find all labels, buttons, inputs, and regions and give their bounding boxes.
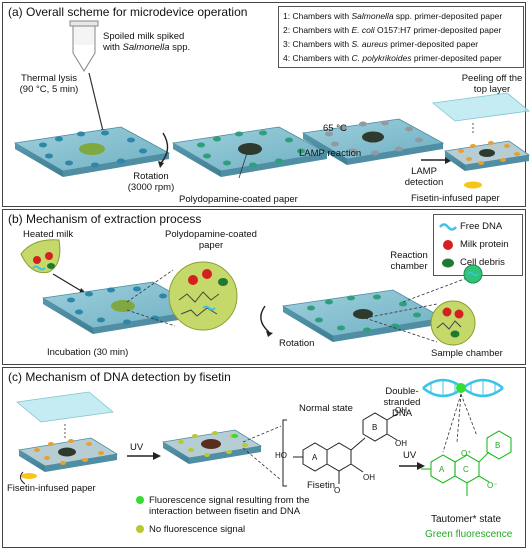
legend-milk-protein: Milk protein [460,239,509,250]
temp-label: 65 °C [323,123,347,134]
free-dna-icon [439,223,457,231]
green-fluorescence-label: Green fluorescence [425,529,513,540]
o-label: O [334,486,341,495]
o-plus-label: O⁺ [461,449,472,458]
panel-b-legend: Free DNA Milk protein Cell debris [433,214,523,276]
milk-tube-icon [69,20,99,72]
fisetin-paper-label-a: Fisetin-infused paper [411,193,500,204]
polydopamine-label: Polydopamine-coated paper [179,194,298,205]
chip-b-right-icon [281,289,445,342]
legend-row-1: 1: Chambers with Salmonella spp. primer-… [283,11,503,21]
fisetin-paper-c-icon [21,473,37,479]
legend-row-4: 4: Chambers with C. polykrikoides primer… [283,53,502,63]
panel-c-title: (c) Mechanism of DNA detection by fiseti… [8,370,231,384]
sample-chamber-label: Sample chamber [431,348,503,359]
no-signal-dot-icon [136,525,144,533]
panel-c-graphics [16,378,512,533]
fisetin-paper-c-label: Fisetin-infused paper [7,483,96,494]
chip-4-icon [432,92,530,189]
chip-c-mid-icon [161,429,263,464]
fisetin-structure-icon [293,412,398,484]
rotation-arrow [160,132,169,164]
o-minus-label: O⁻ [487,481,498,490]
peeling-label: Peeling off the top layer [461,73,523,95]
legend-row-3: 3: Chambers with S. aureus primer-deposi… [283,39,479,49]
pipette-arrow [88,72,104,132]
fluor-signal-label: Fluorescence signal resulting from the i… [149,495,310,517]
no-signal-label: No fluorescence signal [149,524,246,535]
panel-a-title: (a) Overall scheme for microdevice opera… [8,5,248,19]
uv-right-label: UV [403,450,417,461]
thermal-lysis-label: Thermal lysis (90 °C, 5 min) [19,73,79,95]
ring-a-label: A [312,453,318,462]
chip-c-left-icon [16,391,119,485]
chip-1-icon [13,126,171,177]
legend-cell-debris: Cell debris [460,257,505,268]
double-stranded-label: Double- stranded DNA [383,386,421,419]
legend-row-2: 2: Chambers with E. coli O157:H7 primer-… [283,25,502,35]
polydopamine-b-label: Polydopamine-coated paper [165,229,257,251]
panel-c: (c) Mechanism of DNA detection by fiseti… [2,367,526,548]
lamp-detection-label: LAMP detection [404,166,444,188]
chip-3-icon [301,118,445,165]
fisetin-label: Fisetin [307,480,335,491]
panel-a-legend: 1: Chambers with Salmonella spp. primer-… [278,6,524,68]
tautomer-structure-icon [421,430,512,496]
fluor-signal-dot-icon [136,496,144,504]
panel-b: (b) Mechanism of extraction process Free… [2,209,526,365]
heated-milk-drop-icon [20,239,61,274]
panel-b-title: (b) Mechanism of extraction process [8,212,202,226]
chip-b-left-icon [41,281,205,334]
panel-b-graphics [20,239,483,346]
top-layer-icon [432,92,530,122]
milk-protein-icon [443,240,453,250]
panel-a-graphics [13,20,530,189]
sample-chamber-icon [430,300,476,346]
normal-state-label: Normal state [299,403,353,414]
reaction-chamber-label: Reaction chamber [390,250,428,272]
oh-label-2: OH [395,406,407,415]
cell-debris-icon [442,258,454,268]
incubation-label: Incubation (30 min) [47,347,129,358]
ring-b-label: B [372,423,378,432]
rotation-label: Rotation (3000 rpm) [127,171,175,193]
ho-label: HO [275,451,287,460]
oh-label-3: OH [395,439,407,448]
heated-milk-label: Heated milk [23,229,74,240]
uv-left-label: UV [130,442,144,453]
ring-b-green-label: B [495,441,501,450]
spoiled-milk-label: Spoiled milk spiked with Salmonella spp. [103,31,191,53]
polydopamine-zoom-icon [168,261,238,331]
rotation-b-label: Rotation [279,338,315,349]
rotation-arrow-b [260,305,270,333]
oh-label-1: OH [363,473,375,482]
ring-c-green-label: C [463,465,469,474]
legend-free-dna: Free DNA [460,221,503,232]
ring-a-green-label: A [439,465,445,474]
panel-a: (a) Overall scheme for microdevice opera… [2,2,530,207]
tautomer-state-label: Tautomer* state [431,514,502,525]
chip-2-icon [171,126,329,177]
fisetin-paper-icon [464,181,482,189]
lamp-reaction-label: LAMP reaction [299,148,362,159]
